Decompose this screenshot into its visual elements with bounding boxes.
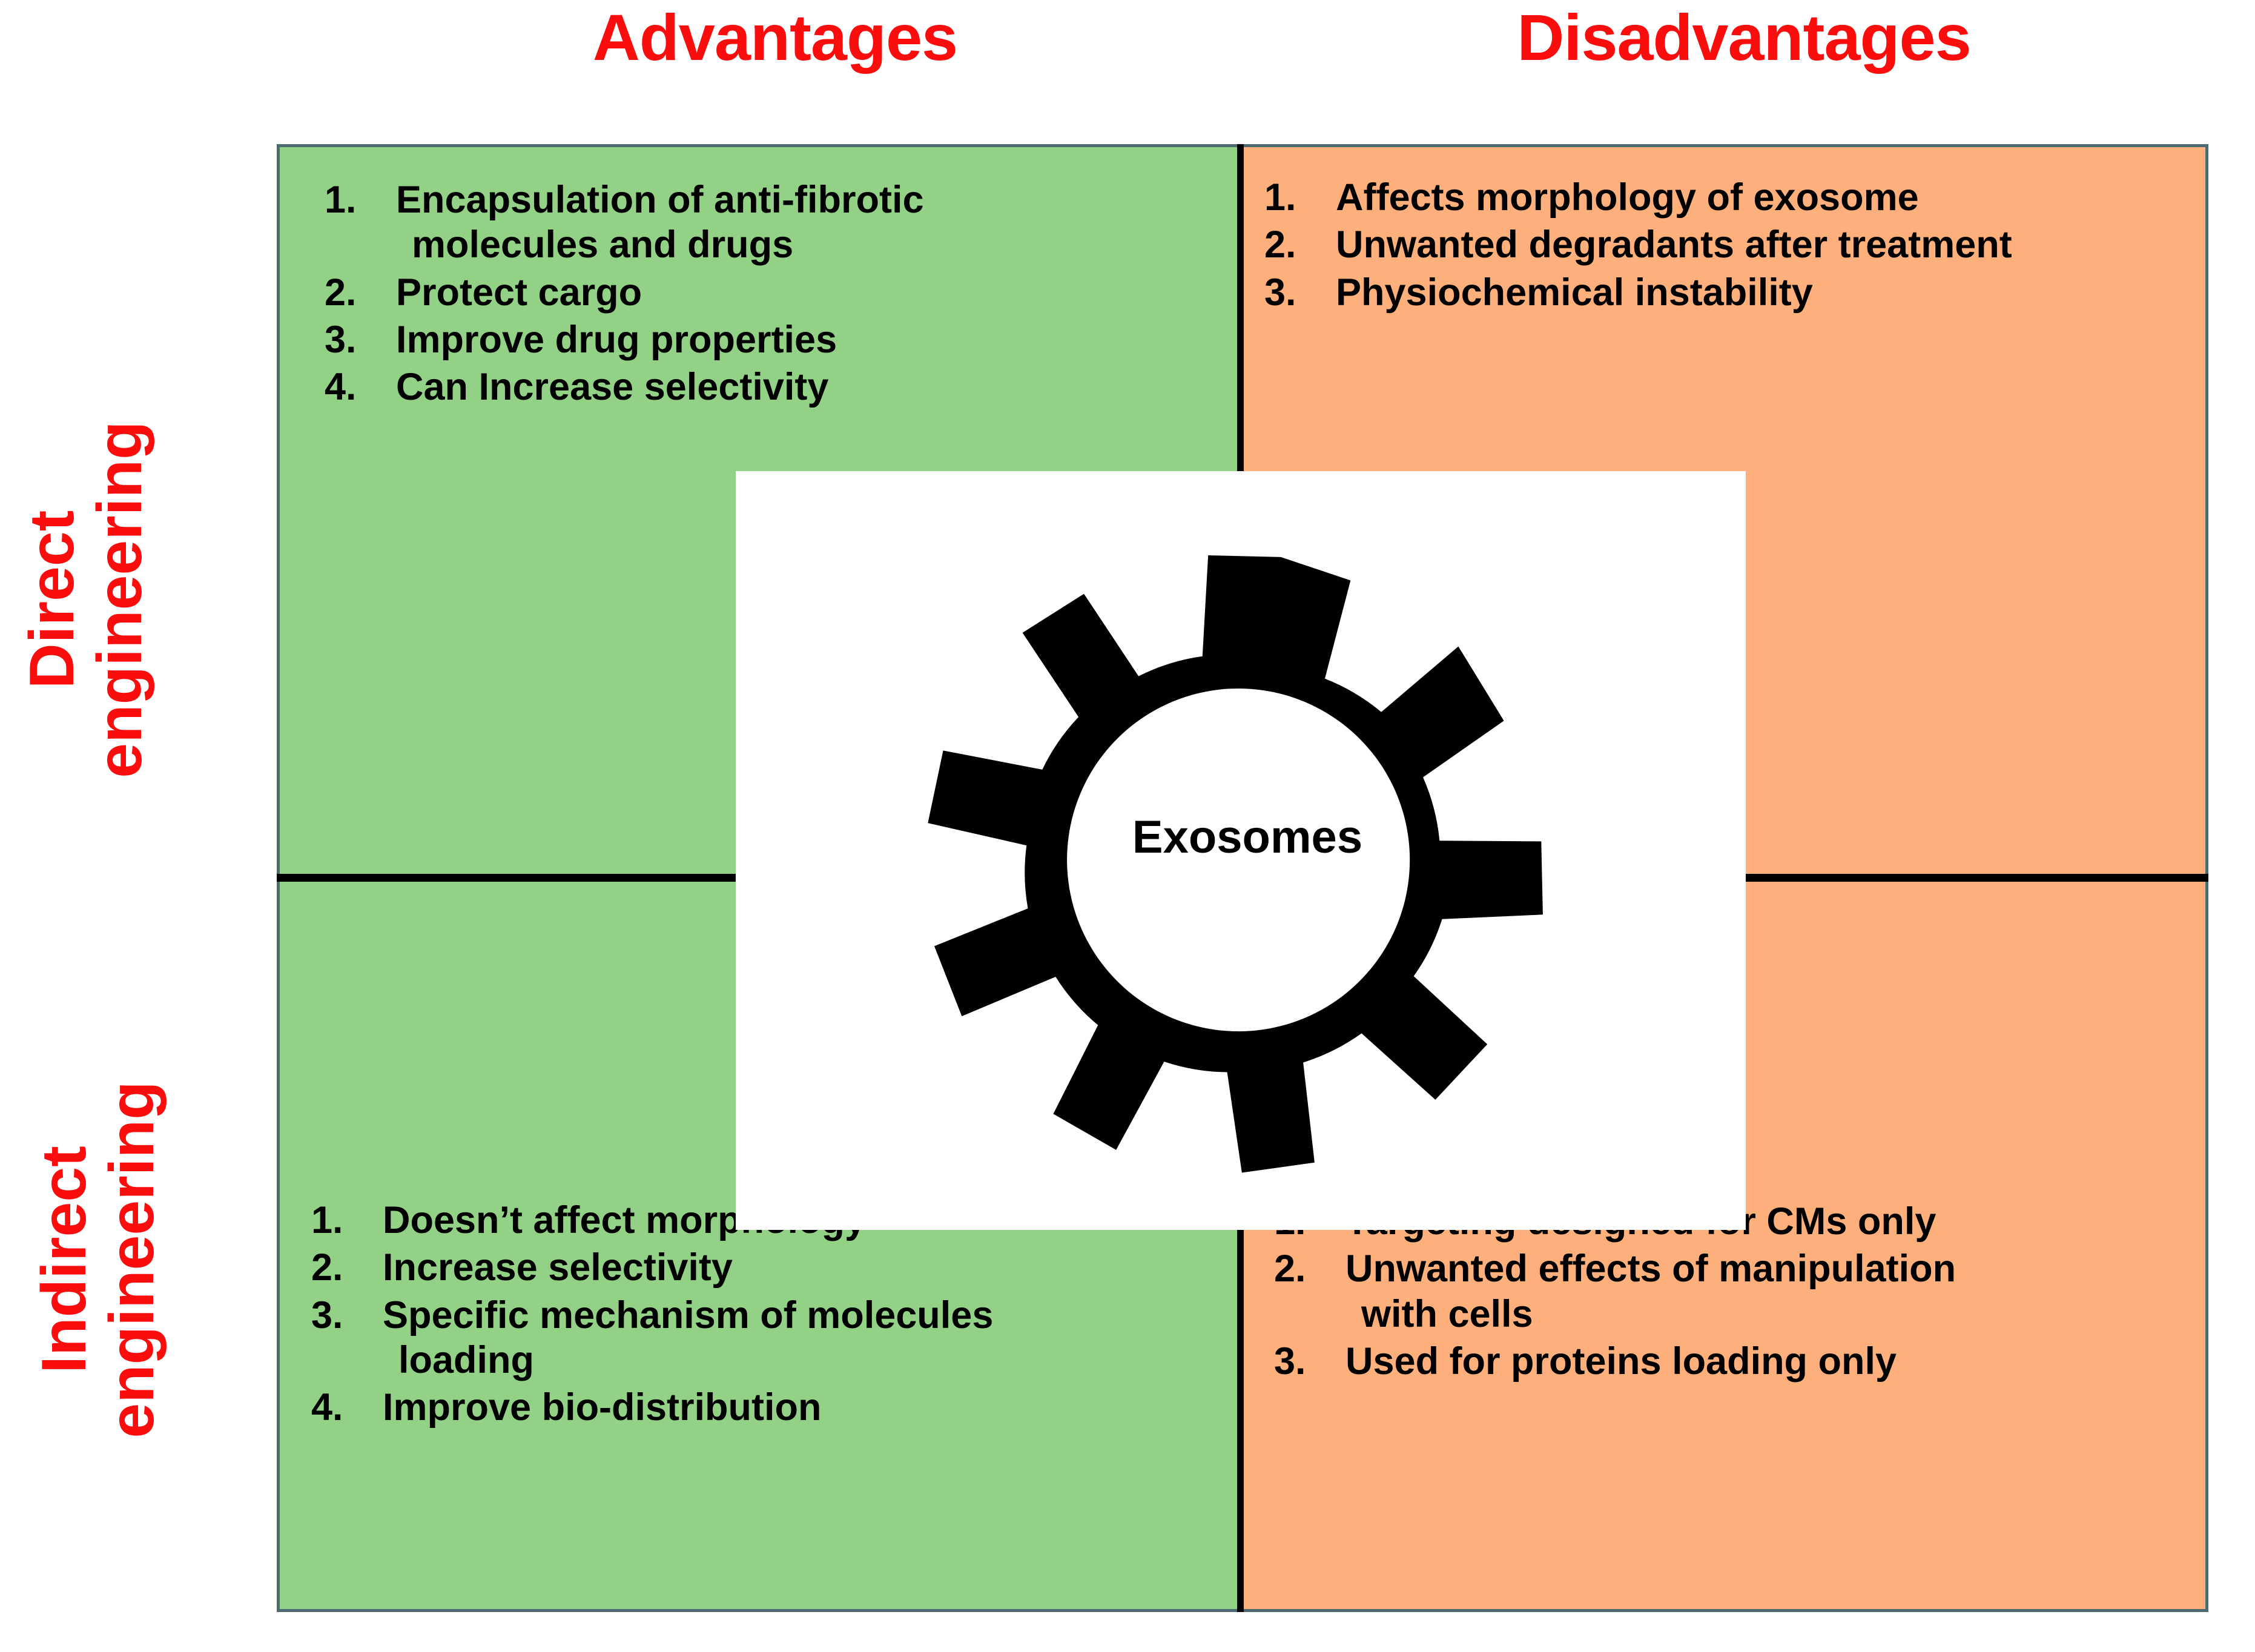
list-item: 3. Improve drug properties [325, 317, 1088, 362]
bullet-number: 2. [1264, 223, 1296, 266]
row-heading-direct-line2: engineering [85, 421, 156, 778]
bullet-number: 1. [325, 179, 357, 221]
list-item: 4. Can Increase selectivity [325, 365, 1088, 409]
bullet-number: 2. [311, 1246, 343, 1289]
exosomes-label: Exosomes [1132, 811, 1363, 863]
bullet-number: 2. [1274, 1247, 1306, 1290]
list-item: 3. Physiochemical instability [1264, 270, 2185, 315]
list-item: 2. Increase selectivity [311, 1245, 1111, 1290]
bullet-text: Used for proteins loading only [1345, 1340, 1897, 1383]
list-item: 4. Improve bio-distribution [311, 1385, 1111, 1430]
bullet-list-indirect-advantages: 1. Doesn’t affect morphology 2. Increase… [311, 1198, 1111, 1433]
bullet-text: Unwanted degradants after treatment [1336, 223, 2012, 266]
list-item: 3. Used for proteins loading only [1274, 1339, 2152, 1384]
bullet-text: Physiochemical instability [1336, 271, 1813, 314]
list-item: 1. Affects morphology of exosome [1264, 175, 2185, 220]
row-heading-direct-engineering: Direct engineering [17, 309, 163, 890]
bullet-list-direct-disadvantages: 1. Affects morphology of exosome 2. Unwa… [1264, 175, 2185, 317]
bullet-text: Improve bio-distribution [383, 1386, 822, 1429]
list-item: 2. Protect cargo [325, 270, 1088, 315]
row-heading-indirect-line2: engineering [97, 1081, 168, 1438]
gear-icon [902, 521, 1574, 1199]
list-item: 2. Unwanted degradants after treatment [1264, 222, 2185, 267]
bullet-text: Can Increase selectivity [396, 366, 829, 409]
row-heading-indirect-line1: Indirect [29, 1146, 99, 1373]
row-heading-indirect-engineering: Indirect engineering [29, 957, 176, 1562]
bullet-text: Affects morphology of exosome [1336, 176, 1919, 219]
bullet-text: Improve drug properties [396, 318, 837, 361]
bullet-number: 3. [1274, 1340, 1306, 1383]
bullet-text: Protect cargo [396, 271, 642, 314]
bullet-number: 3. [311, 1294, 343, 1336]
bullet-number: 3. [325, 318, 357, 361]
row-heading-direct-line1: Direct [17, 510, 87, 689]
bullet-text: Increase selectivity [383, 1246, 733, 1289]
bullet-number: 3. [1264, 271, 1296, 314]
column-heading-advantages: Advantages [592, 1, 958, 74]
bullet-number: 4. [325, 366, 357, 409]
column-heading-disadvantages: Disadvantages [1517, 1, 1971, 74]
bullet-number: 1. [311, 1199, 343, 1241]
bullet-number: 1. [1264, 176, 1296, 219]
bullet-number: 4. [311, 1386, 343, 1429]
bullet-number: 2. [325, 271, 357, 314]
